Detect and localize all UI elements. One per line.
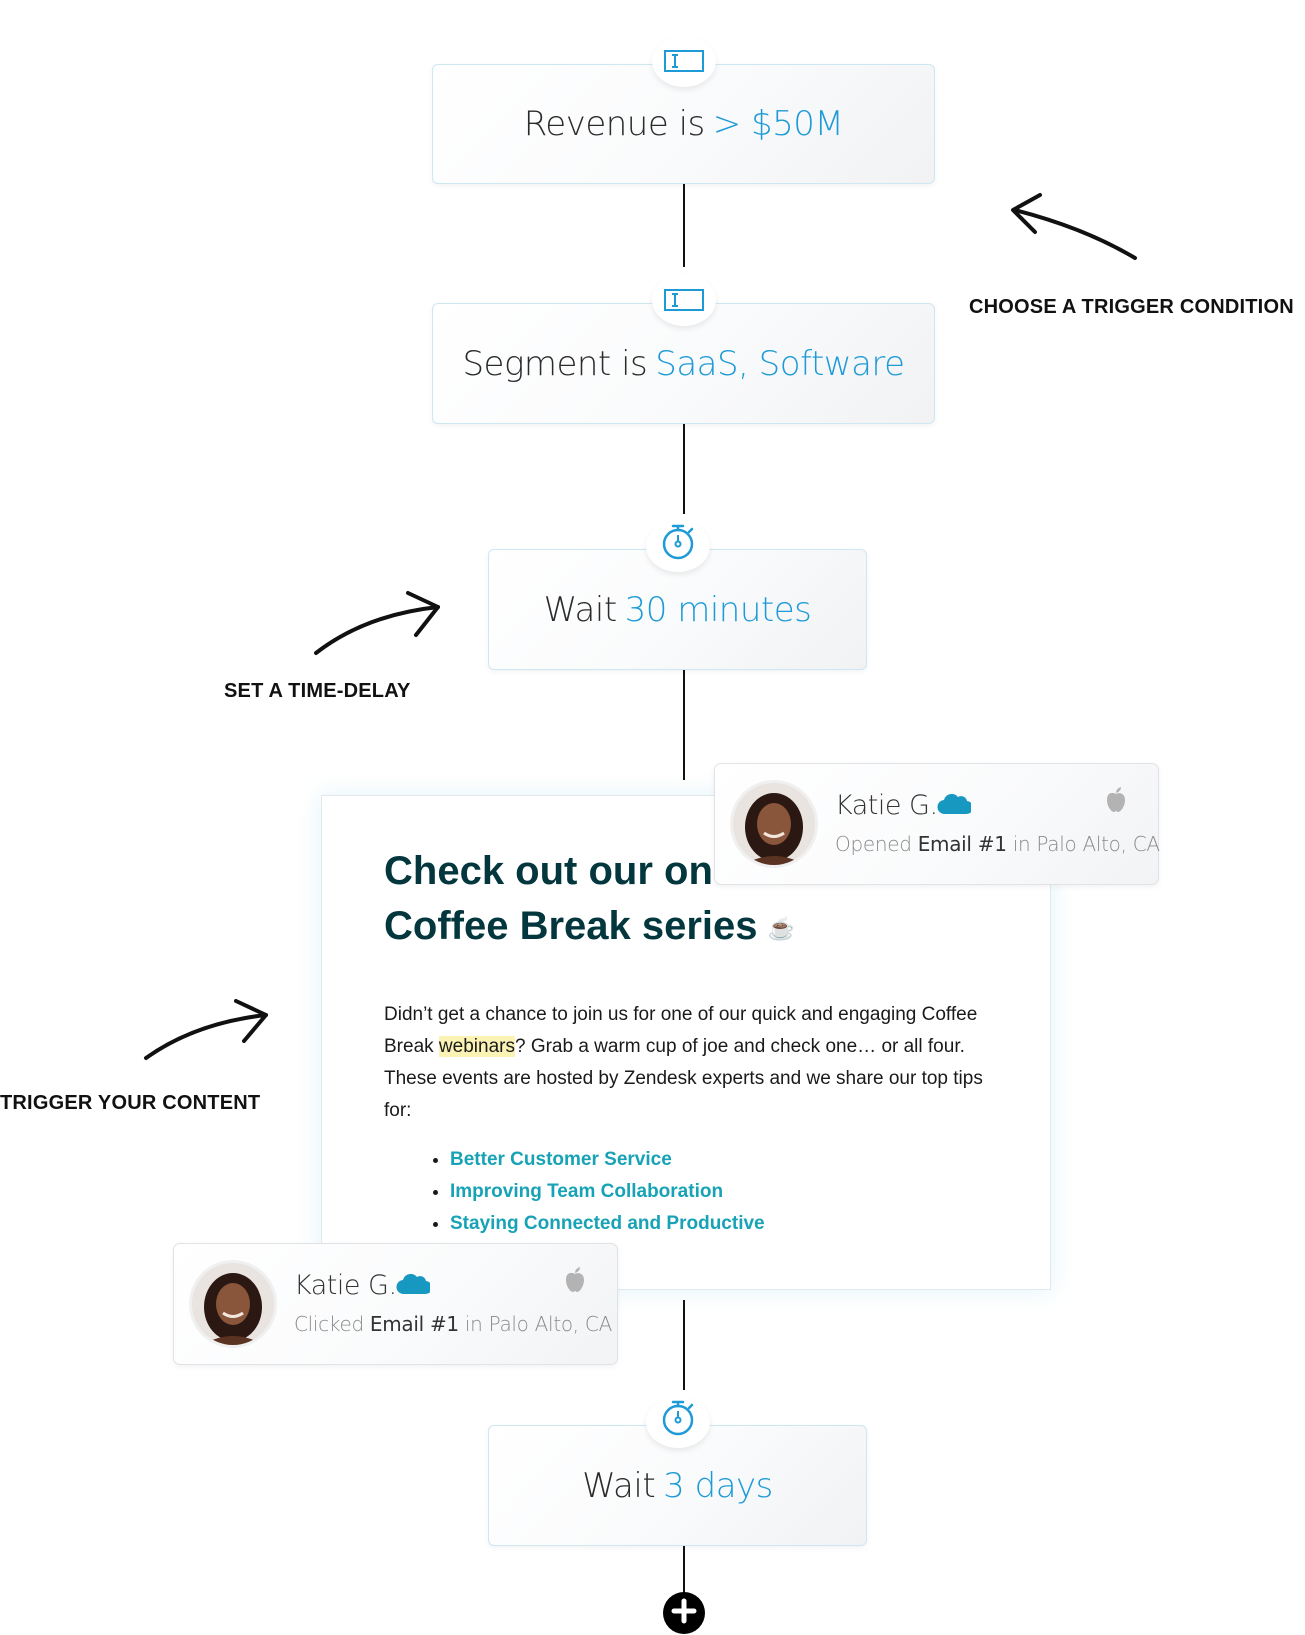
email-body-text: Didn’t get a chance to join us for one o… — [384, 999, 984, 1127]
activity-location: Palo Alto, CA — [488, 1312, 613, 1336]
trigger-node-revenue[interactable]: Revenue is > $50M — [432, 35, 935, 184]
salesforce-cloud-icon — [937, 793, 974, 821]
node-value: > $50M — [712, 104, 844, 144]
plus-icon — [671, 1598, 697, 1629]
node-badge — [645, 1396, 710, 1448]
arrow-time-delay — [314, 591, 440, 655]
node-badge — [651, 35, 716, 87]
activity-card-clicked[interactable]: Katie G. Clicked Email #1 in Palo Alto, … — [173, 1243, 618, 1365]
email-tips-list: Better Customer Service Improving Team C… — [384, 1144, 765, 1240]
activity-card-opened[interactable]: Katie G. Opened Email #1 in Palo Alto, C… — [714, 763, 1160, 885]
annotation-trigger-content: TRIGGER YOUR CONTENT — [0, 1092, 261, 1114]
contact-name: Katie G. — [835, 790, 938, 821]
text-field-icon — [663, 280, 704, 320]
node-value: 3 days — [663, 1465, 773, 1506]
connector-line — [683, 668, 685, 780]
stopwatch-icon — [660, 1399, 696, 1446]
stopwatch-icon — [660, 523, 696, 570]
email-link[interactable]: Better Customer Service — [450, 1149, 672, 1170]
activity-description: Clicked Email #1 in Palo Alto, CA — [294, 1312, 612, 1336]
coffee-cup-icon: ☕ — [767, 915, 795, 941]
arrow-trigger-condition — [1011, 193, 1137, 260]
email-link[interactable]: Improving Team Collaboration — [450, 1181, 724, 1202]
activity-location: Palo Alto, CA — [1036, 832, 1160, 856]
connector-line — [683, 1300, 685, 1390]
email-title: Check out our on-demand Coffee Break ser… — [384, 844, 944, 956]
salesforce-cloud-icon — [396, 1273, 433, 1301]
node-badge — [645, 520, 710, 572]
node-label: Wait — [543, 589, 618, 630]
add-step-button[interactable] — [663, 1592, 705, 1634]
avatar — [192, 1263, 274, 1345]
activity-object: Email #1 — [917, 832, 1007, 856]
activity-object: Email #1 — [369, 1312, 459, 1336]
connector-line — [683, 422, 685, 514]
activity-action: Clicked — [294, 1312, 364, 1336]
email-list-item[interactable]: Staying Connected and Productive — [450, 1208, 765, 1240]
email-list-item[interactable]: Improving Team Collaboration — [450, 1176, 765, 1208]
apple-icon — [1104, 786, 1128, 819]
node-value: SaaS, Software — [655, 343, 905, 384]
connector-line — [683, 182, 685, 267]
contact-name: Katie G. — [294, 1270, 397, 1301]
activity-description: Opened Email #1 in Palo Alto, CA — [835, 832, 1160, 856]
node-badge — [651, 274, 716, 326]
text-field-icon — [663, 41, 704, 81]
activity-location-prefix: in — [464, 1312, 483, 1336]
email-body-highlight: webinars — [438, 1036, 515, 1057]
email-body-after: ? Grab a warm cup of joe and check one… … — [384, 1036, 983, 1121]
connector-line — [683, 1545, 685, 1595]
email-body-before: Didn’t get a chance to join us for one o… — [384, 1004, 978, 1057]
activity-action: Opened — [835, 832, 912, 856]
trigger-node-segment[interactable]: Segment is SaaS, Software — [432, 274, 935, 424]
email-title-line2: Coffee Break series — [384, 904, 758, 948]
arrow-trigger-content — [144, 999, 268, 1060]
avatar — [733, 783, 815, 865]
annotation-trigger-condition: CHOOSE A TRIGGER CONDITION — [969, 296, 1294, 318]
node-value: 30 minutes — [624, 589, 812, 630]
delay-node-3-days[interactable]: Wait 3 days — [488, 1396, 867, 1546]
apple-icon — [563, 1266, 587, 1299]
activity-location-prefix: in — [1012, 832, 1031, 856]
node-label: Wait — [582, 1465, 656, 1506]
email-link[interactable]: Staying Connected and Productive — [450, 1213, 765, 1234]
node-label: Revenue is — [523, 104, 706, 144]
annotation-time-delay: SET A TIME-DELAY — [224, 680, 411, 702]
delay-node-30-minutes[interactable]: Wait 30 minutes — [488, 520, 867, 670]
email-list-item[interactable]: Better Customer Service — [450, 1144, 765, 1176]
node-label: Segment is — [462, 343, 648, 384]
